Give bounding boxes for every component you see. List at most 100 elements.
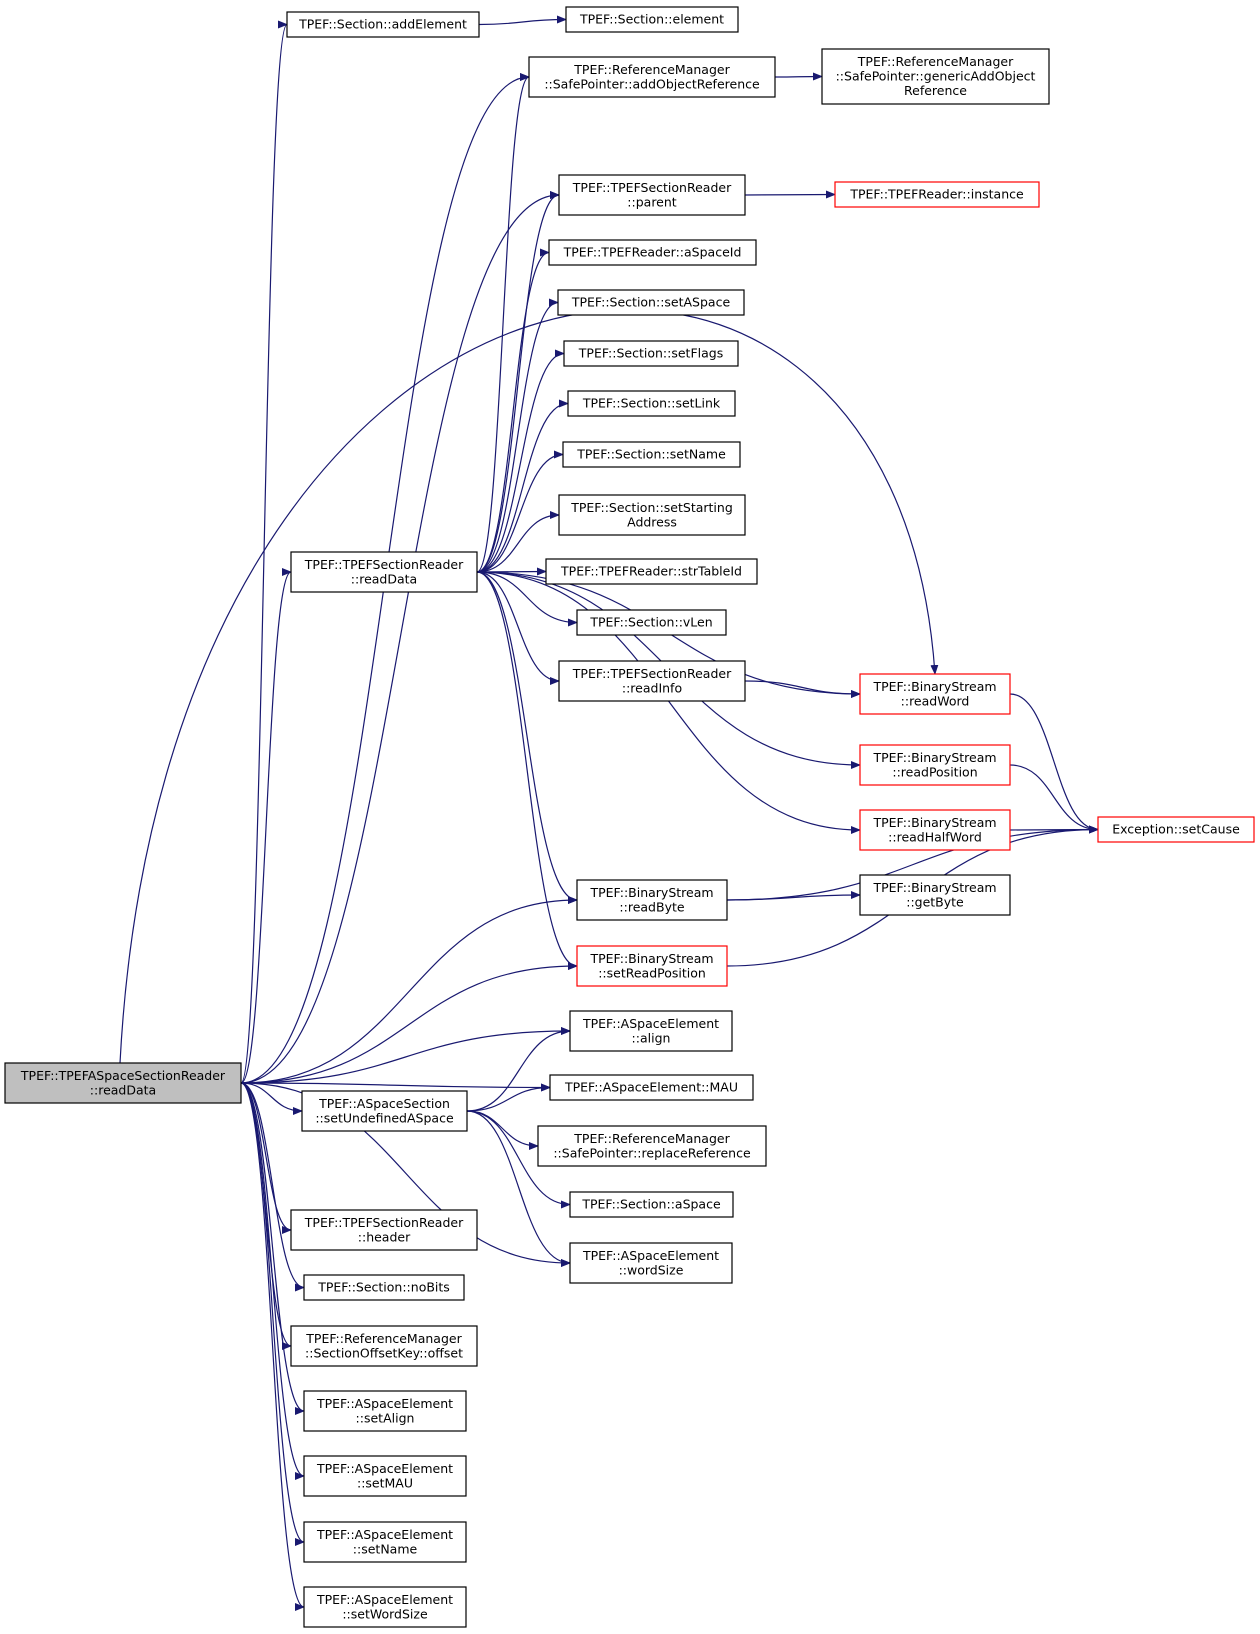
node-set-mau[interactable]: TPEF::ASpaceElement::setMAU (303, 1455, 467, 1497)
node-set-link[interactable]: TPEF::Section::setLink (567, 390, 736, 417)
node-offset[interactable]: TPEF::ReferenceManager::SectionOffsetKey… (290, 1325, 478, 1367)
node-set-word-size[interactable]: TPEF::ASpaceElement::setWordSize (303, 1586, 467, 1628)
node-label: TPEF::ASpaceElement (316, 1396, 453, 1411)
node-label: TPEF::Section::setLink (582, 396, 721, 411)
edge (240, 896, 578, 1084)
node-label: TPEF::TPEFSectionReader (304, 557, 464, 572)
edge (466, 1083, 551, 1112)
node-read-position[interactable]: TPEF::BinaryStream::readPosition (859, 744, 1011, 786)
edge-root-to-read-word (119, 309, 939, 1064)
node-label: TPEF::ASpaceElement (316, 1461, 453, 1476)
node-header[interactable]: TPEF::TPEFSectionReader::header (290, 1209, 478, 1251)
node-read-data-s[interactable]: TPEF::TPEFSectionReader::readData (290, 551, 478, 593)
edge (466, 1027, 571, 1112)
node-instance[interactable]: TPEF::TPEFReader::instance (834, 181, 1040, 208)
node-label: TPEF::TPEFReader::instance (849, 187, 1024, 202)
node-box (290, 551, 478, 593)
node-label: TPEF::Section::noBits (317, 1280, 450, 1295)
node-box (545, 558, 758, 585)
edge (476, 73, 530, 573)
node-read-half-word[interactable]: TPEF::BinaryStream::readHalfWord (859, 809, 1011, 851)
edge-root-to-read-byte (240, 896, 578, 1084)
node-add-element[interactable]: TPEF::Section::addElement (286, 11, 480, 38)
node-label: Exception::setCause (1112, 822, 1240, 837)
node-set-flags[interactable]: TPEF::Section::setFlags (563, 340, 739, 367)
node-box (1097, 816, 1255, 843)
node-set-name-s[interactable]: TPEF::Section::setName (562, 441, 741, 468)
edge-root-to-mau (240, 1082, 551, 1092)
node-label: Reference (904, 83, 967, 98)
node-get-byte[interactable]: TPEF::BinaryStream::getByte (859, 874, 1011, 916)
node-set-undef[interactable]: TPEF::ASpaceSection::setUndefinedASpace (301, 1090, 468, 1132)
node-read-word[interactable]: TPEF::BinaryStream::readWord (859, 673, 1011, 715)
node-label: TPEF::ASpaceElement (316, 1527, 453, 1542)
node-box (859, 673, 1011, 715)
node-root[interactable]: TPEF::TPEFASpaceSectionReader::readData (4, 1062, 242, 1104)
edge-root-to-set-align (240, 1082, 305, 1415)
node-box (821, 48, 1050, 105)
edge-read-data-s-to-set-link (476, 399, 569, 573)
node-label: TPEF::Section::setASpace (571, 295, 731, 310)
node-box (549, 1074, 754, 1101)
edge (240, 1082, 292, 1350)
node-box (303, 1390, 467, 1432)
edge-read-data-s-to-read-byte (476, 571, 578, 904)
edge (240, 1082, 305, 1611)
node-mau[interactable]: TPEF::ASpaceElement::MAU (549, 1074, 754, 1101)
node-align[interactable]: TPEF::ASpaceElement::align (569, 1010, 733, 1052)
node-set-align[interactable]: TPEF::ASpaceElement::setAlign (303, 1390, 467, 1432)
edge (240, 1082, 292, 1234)
edge (119, 309, 939, 1064)
node-box (290, 1325, 478, 1367)
edge-read-data-s-to-a-space-id (476, 248, 550, 573)
node-a-space-id[interactable]: TPEF::TPEFReader::aSpaceId (548, 239, 757, 266)
node-element[interactable]: TPEF::Section::element (565, 6, 739, 33)
edge-read-info-to-read-word (744, 680, 861, 698)
node-label: TPEF::ASpaceElement (316, 1592, 453, 1607)
node-generic-add[interactable]: TPEF::ReferenceManager::SafePointer::gen… (821, 48, 1050, 105)
node-label: ::SafePointer::replaceReference (553, 1145, 751, 1160)
edge (1009, 764, 1099, 834)
edge-root-to-add-element (240, 20, 288, 1084)
node-set-aspace[interactable]: TPEF::Section::setASpace (557, 289, 745, 316)
node-no-bits[interactable]: TPEF::Section::noBits (303, 1274, 465, 1301)
node-add-obj-ref[interactable]: TPEF::ReferenceManager::SafePointer::add… (528, 56, 776, 98)
node-read-info[interactable]: TPEF::TPEFSectionReader::readInfo (558, 660, 746, 702)
node-set-name-a[interactable]: TPEF::ASpaceElement::setName (303, 1521, 467, 1563)
edge (476, 571, 578, 904)
node-label: ::readWord (901, 693, 970, 708)
node-word-size[interactable]: TPEF::ASpaceElement::wordSize (569, 1242, 733, 1284)
node-box (569, 1191, 734, 1218)
node-parent[interactable]: TPEF::TPEFSectionReader::parent (558, 174, 746, 216)
node-label: ::readData (351, 571, 417, 586)
edge (774, 72, 823, 81)
edge-root-to-offset (240, 1082, 292, 1350)
edge (476, 298, 559, 573)
node-a-space[interactable]: TPEF::Section::aSpace (569, 1191, 734, 1218)
edge (476, 571, 560, 685)
node-str-table-id[interactable]: TPEF::TPEFReader::strTableId (545, 558, 758, 585)
node-box (576, 609, 727, 636)
node-box (286, 11, 480, 38)
node-box (303, 1586, 467, 1628)
edge (240, 1082, 303, 1115)
edge (240, 568, 292, 1084)
edge (240, 191, 560, 1084)
edge-root-to-set-word-size (240, 1082, 305, 1611)
node-set-cause[interactable]: Exception::setCause (1097, 816, 1255, 843)
node-set-read-pos[interactable]: TPEF::BinaryStream::setReadPosition (576, 945, 728, 987)
edge (240, 1082, 551, 1092)
edge-add-obj-ref-to-generic-add (774, 72, 823, 81)
edge (1009, 693, 1099, 834)
node-v-len[interactable]: TPEF::Section::vLen (576, 609, 727, 636)
edge-add-element-to-element (478, 15, 567, 26)
node-label: ::setAlign (356, 1410, 415, 1425)
node-label: ::readByte (619, 899, 684, 914)
node-read-byte[interactable]: TPEF::BinaryStream::readByte (576, 879, 728, 921)
edge-set-undef-to-align (466, 1027, 571, 1112)
edge-root-to-parent (240, 191, 560, 1084)
node-label: ::setName (353, 1541, 418, 1556)
node-replace-ref[interactable]: TPEF::ReferenceManager::SafePointer::rep… (537, 1125, 767, 1167)
node-label: TPEF::Section::element (579, 12, 724, 27)
